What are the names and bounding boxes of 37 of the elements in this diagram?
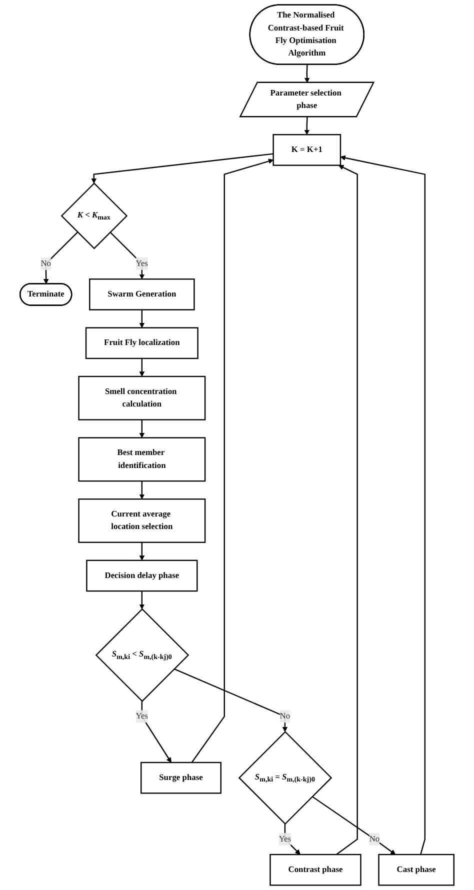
- arrow: [91, 153, 274, 184]
- edge-label: No: [40, 259, 52, 268]
- edge-label: Yes: [136, 712, 148, 721]
- edge-label: No: [280, 712, 290, 721]
- arrow: [139, 358, 145, 377]
- arrow: [191, 158, 274, 763]
- arrow: [139, 310, 145, 328]
- node-box: Fruit Fly localization: [85, 327, 198, 360]
- arrow: [312, 796, 396, 855]
- node-box: Cast phase: [378, 854, 454, 886]
- arrow: [304, 116, 310, 135]
- node-diamond: K < K$_{max}$: [60, 182, 128, 250]
- node-diamond: S$_{m,ki}$ = S$_{m,(k-kj)0}$: [238, 730, 332, 825]
- arrow: [340, 155, 426, 855]
- node-box: Swarm Generation: [89, 278, 195, 310]
- node-box: Contrast phase: [270, 854, 362, 886]
- arrow: [336, 164, 358, 856]
- arrow: [304, 64, 310, 83]
- arrow: [43, 232, 78, 284]
- arrow: [141, 701, 172, 763]
- arrow: [110, 232, 145, 280]
- node-box: K = K+1: [272, 134, 342, 166]
- arrow: [139, 542, 145, 561]
- arrow: [284, 824, 300, 855]
- node-box: Smell concentration calculation: [78, 376, 206, 420]
- arrow: [139, 420, 145, 438]
- node-box: Decision delay phase: [86, 560, 198, 592]
- arrow: [139, 481, 145, 500]
- arrow: [174, 668, 288, 732]
- edge-label: No: [369, 834, 380, 844]
- node-box: Best member identification: [78, 437, 206, 482]
- node-diamond: S$_{m,ki}$ < S$_{m,(k-kj)0}$: [95, 608, 190, 702]
- node-box: Current average location selection: [78, 498, 206, 543]
- arrow: [139, 591, 145, 610]
- edge-label: Yes: [278, 834, 292, 844]
- node-box: Surge phase: [140, 762, 222, 794]
- edge-label: Yes: [136, 259, 148, 268]
